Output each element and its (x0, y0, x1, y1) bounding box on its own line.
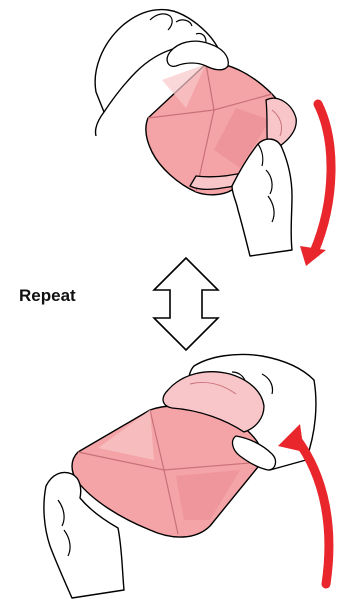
top-shake-panel (95, 10, 331, 266)
double-arrow-icon (154, 258, 218, 350)
down-arrow-icon (300, 104, 331, 266)
bottom-shake-panel (44, 354, 329, 598)
repeat-label: Repeat (19, 286, 76, 306)
bottom-ink-pack (72, 372, 264, 537)
